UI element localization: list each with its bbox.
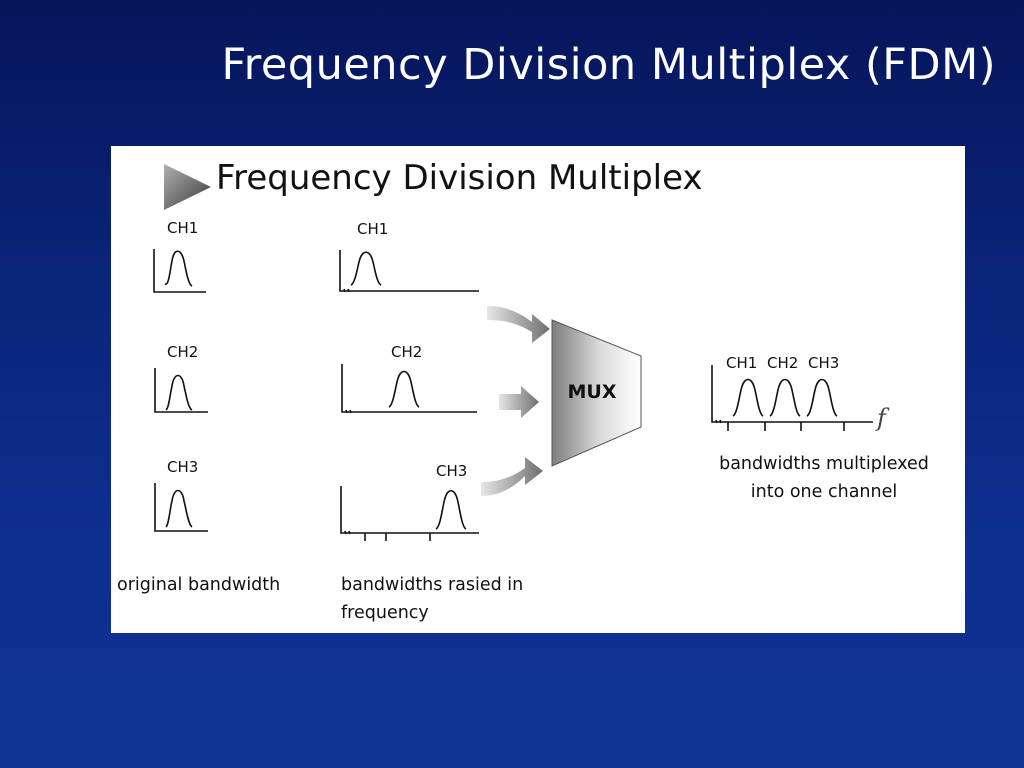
multiplexed-ch1-label: CH1 (726, 354, 758, 372)
raised-ch2-plot (341, 364, 477, 414)
fdm-diagram: Frequency Division Multiplex CH1 CH2 CH3… (111, 146, 965, 633)
mux-label: MUX (567, 381, 617, 403)
raised-ch3-plot (340, 486, 479, 541)
raised-ch1-plot (339, 250, 479, 293)
fdm-diagram-graphics (153, 164, 873, 541)
multiplexed-ch2-label: CH2 (767, 354, 799, 372)
raised-caption: bandwidths rasied in frequency (341, 571, 523, 627)
multiplexed-ch3-label: CH3 (808, 354, 840, 372)
mux-block (551, 319, 642, 467)
original-ch3-label: CH3 (167, 458, 199, 476)
multiplexed-caption-line2: into one channel (750, 482, 898, 502)
original-ch3-plot (154, 483, 208, 532)
raised-caption-line2: frequency (341, 603, 429, 623)
original-ch2-label: CH2 (167, 343, 199, 361)
original-ch1-plot (153, 249, 206, 293)
slide-title: Frequency Division Multiplex (FDM) (221, 40, 996, 90)
multiplexed-plot (711, 365, 873, 431)
original-caption: original bandwidth (117, 575, 281, 595)
arrow-ch3-icon (481, 457, 543, 496)
play-icon (164, 164, 211, 210)
raised-ch1-label: CH1 (357, 220, 389, 238)
raised-ch2-label: CH2 (391, 343, 423, 361)
original-ch1-label: CH1 (167, 219, 199, 237)
raised-ch3-label: CH3 (436, 462, 468, 480)
multiplexed-caption: bandwidths multiplexed into one channel (699, 450, 949, 506)
arrow-ch2-icon (499, 386, 539, 418)
diagram-heading: Frequency Division Multiplex (216, 158, 703, 198)
multiplexed-caption-line1: bandwidths multiplexed (719, 454, 929, 474)
raised-caption-line1: bandwidths rasied in (341, 575, 524, 595)
frequency-axis-label: f (877, 404, 886, 432)
arrow-ch1-icon (487, 306, 550, 343)
original-ch2-plot (154, 368, 208, 413)
